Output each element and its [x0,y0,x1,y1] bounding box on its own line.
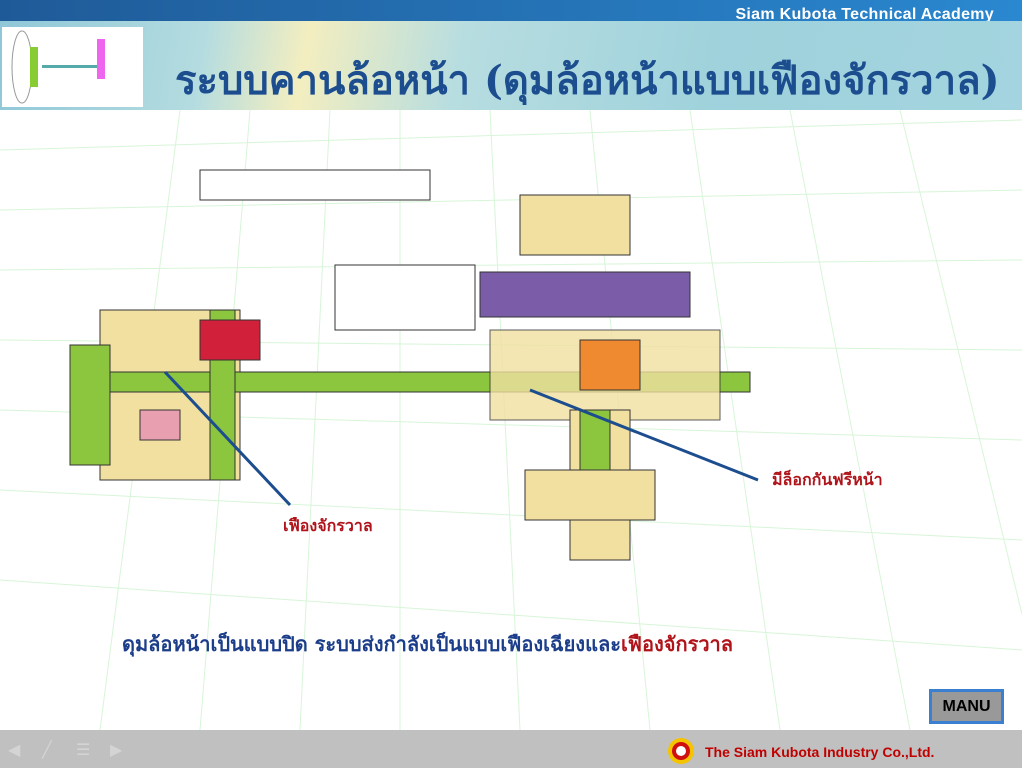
header-banner [0,21,1022,110]
forward-arrow-icon[interactable]: ▶ [110,740,123,759]
caption: ดุมล้อหน้าเป็นแบบปิด ระบบส่งกำลังเป็นแบบ… [122,628,733,660]
label-planetary-gear: เฟืองจักรวาล [283,516,373,535]
page-title: ระบบคานล้อหน้า (ดุมล้อหน้าแบบเฟืองจักรวา… [175,57,1000,104]
menu-button[interactable]: MANU [929,689,1004,724]
caption-text: ดุมล้อหน้าเป็นแบบปิด ระบบส่งกำลังเป็นแบบ… [122,632,621,656]
caption-highlight: เฟืองจักรวาล [620,632,734,656]
academy-name: Siam Kubota Technical Academy [735,6,994,23]
axle-diagram: เฟืองจักรวาล มีล็อกกันฟรีหน้า [0,109,1022,731]
kubota-logo-icon [668,738,694,764]
footer-bar: ◀ ╱ ☰ ▶ [0,730,1022,768]
label-front-lock: มีล็อกกันฟรีหน้า [772,470,883,489]
thumbnail-diagram [2,27,143,107]
company-name: The Siam Kubota Industry Co.,Ltd. [705,744,935,760]
pen-icon[interactable]: ╱ [42,740,52,759]
top-bar [0,0,1022,21]
back-arrow-icon[interactable]: ◀ [8,740,21,759]
menu-list-icon[interactable]: ☰ [76,740,91,759]
